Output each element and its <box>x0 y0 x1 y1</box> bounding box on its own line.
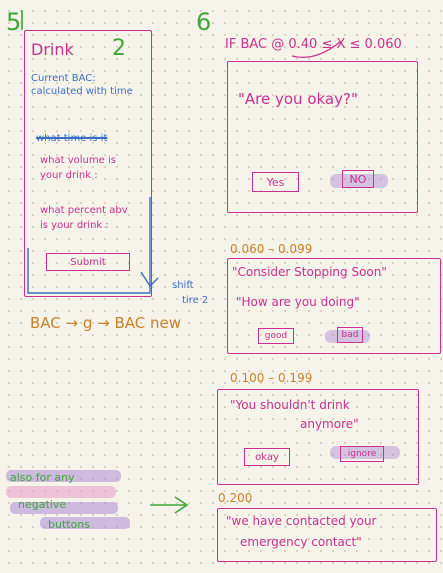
loop-arrow <box>27 197 151 294</box>
screen-title: Drink <box>31 40 74 59</box>
flow-note-line2: tire 2 <box>182 295 209 306</box>
header-stroke <box>291 41 341 59</box>
alert-message-3a: "You shouldn't drink <box>230 398 350 412</box>
side-note-line1: also for any <box>10 471 75 484</box>
submit-button[interactable]: Submit <box>46 253 130 271</box>
abv-question-line2: is your drink : <box>40 220 109 231</box>
alert-message-3b: anymore" <box>300 417 359 431</box>
volume-question-line1: what volume is <box>40 155 116 166</box>
range-label-4: 0.200 <box>218 491 253 505</box>
current-bac-label: Current BAC: calculated with time <box>31 73 133 97</box>
highlight-bar <box>6 486 116 498</box>
volume-question-line2: your drink : <box>40 170 98 181</box>
button-highlight <box>325 330 370 343</box>
good-button[interactable]: good <box>258 328 294 344</box>
page-number-left: 5 <box>6 8 22 36</box>
loop-arrowhead <box>140 271 159 288</box>
version-number: 2 <box>112 36 126 61</box>
alert-panel-4 <box>217 508 437 562</box>
bac-formula: BAC → g → BAC new <box>30 314 182 332</box>
alert-panel-3 <box>217 389 419 485</box>
alert-panel-1 <box>227 61 418 213</box>
alert-message-4a: "we have contacted your <box>226 514 377 528</box>
button-highlight <box>330 446 400 459</box>
yes-button[interactable]: Yes <box>252 172 299 192</box>
flow-note-line1: shift <box>172 280 194 291</box>
alert-message-2b: "How are you doing" <box>236 295 360 309</box>
highlight-bar <box>10 502 118 514</box>
range-label-3: 0.100 – 0.199 <box>230 371 313 385</box>
side-note-line2: negative <box>18 498 67 511</box>
highlight-bar <box>6 470 121 482</box>
side-note-line3: buttons <box>48 518 91 531</box>
abv-question-line1: what percent abv <box>40 205 128 216</box>
alert-message-2a: "Consider Stopping Soon" <box>232 265 387 279</box>
range-label-2: 0.060 – 0.099 <box>230 242 313 256</box>
struck-time-question: what time is it <box>36 133 108 144</box>
no-button[interactable]: NO <box>342 170 374 188</box>
condition-header: IF BAC @ 0.40 ≤ X ≤ 0.060 <box>225 37 402 52</box>
alert-panel-2 <box>227 258 441 354</box>
drink-screen-frame <box>24 30 152 297</box>
alert-message-1: "Are you okay?" <box>238 90 358 108</box>
highlight-bar <box>40 517 130 529</box>
alert-message-4b: emergency contact" <box>240 535 362 549</box>
okay-button[interactable]: okay <box>244 448 290 466</box>
bad-button[interactable]: bad <box>337 327 363 343</box>
page-number-right: 6 <box>196 8 212 36</box>
arrow-icon <box>150 496 189 514</box>
ignore-button[interactable]: ignore <box>340 446 384 462</box>
